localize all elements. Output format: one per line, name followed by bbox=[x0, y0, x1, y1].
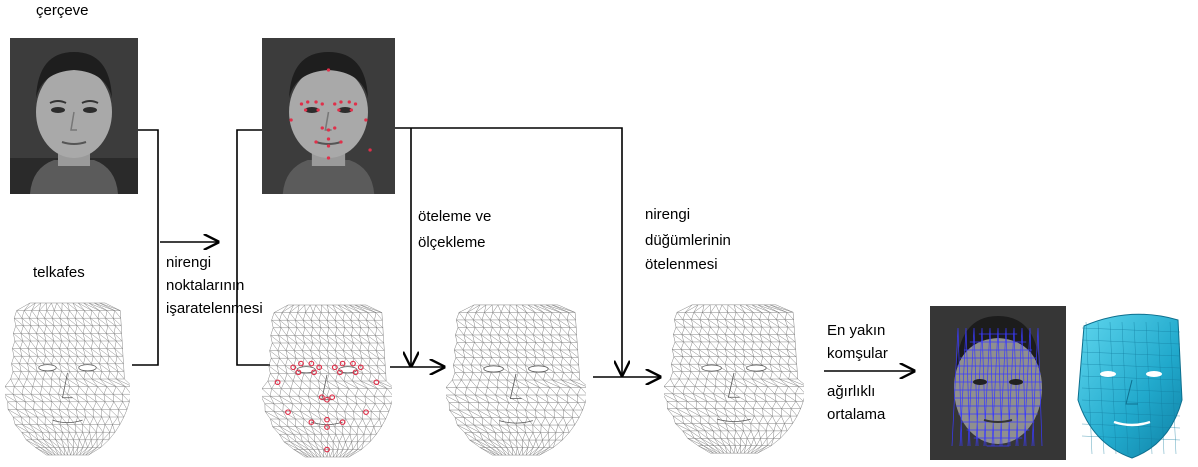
wireframe-face-icon bbox=[664, 304, 804, 454]
frame-face-photo bbox=[10, 38, 138, 194]
photo-to-node-shift-line bbox=[395, 127, 622, 375]
frame-label: çerçeve bbox=[36, 2, 89, 19]
weighted-label-line2: ortalama bbox=[827, 406, 886, 423]
wireframe-face-icon bbox=[262, 304, 392, 458]
stage2-bracket bbox=[236, 129, 270, 366]
wireframe-mesh-landmarked bbox=[262, 300, 392, 462]
nearest-label-line1: En yakın bbox=[827, 322, 886, 339]
landmark-label-line3: işaratelenmesi bbox=[166, 300, 263, 317]
translate-scale-label-line2: ölçekleme bbox=[418, 234, 486, 251]
translate-scale-label-line1: öteleme ve bbox=[418, 208, 492, 225]
weighted-label-line1: ağırlıklı bbox=[827, 383, 876, 400]
nearest-label-line2: komşular bbox=[827, 345, 888, 362]
face-photo-icon bbox=[10, 38, 138, 194]
photo-to-merge-line bbox=[132, 129, 159, 366]
wireframe-mesh-shifted bbox=[664, 300, 804, 458]
textured-face-result bbox=[930, 306, 1066, 460]
textured-face-icon bbox=[930, 306, 1066, 460]
wireframe-mesh-scaled bbox=[446, 300, 586, 460]
landmark-points bbox=[289, 68, 372, 160]
rendered-3d-face-icon bbox=[1077, 313, 1183, 459]
node-shift-label-line3: ötelenmesi bbox=[645, 256, 718, 273]
landmark-label-line1: nirengi bbox=[166, 254, 212, 271]
node-shift-label-line2: düğümlerinin bbox=[645, 232, 731, 249]
wireframe-face-icon bbox=[446, 304, 586, 456]
node-shift-label-line1: nirengi bbox=[645, 206, 691, 223]
rendered-3d-face-result bbox=[1070, 304, 1192, 462]
landmark-label-line2: noktalarının bbox=[166, 277, 245, 294]
landmarked-face-photo bbox=[262, 38, 395, 194]
wireframe-face-icon bbox=[5, 302, 130, 456]
face-photo-icon bbox=[262, 38, 395, 194]
wireframe-label: telkafes bbox=[33, 264, 85, 281]
wireframe-mesh-plain bbox=[5, 298, 130, 460]
